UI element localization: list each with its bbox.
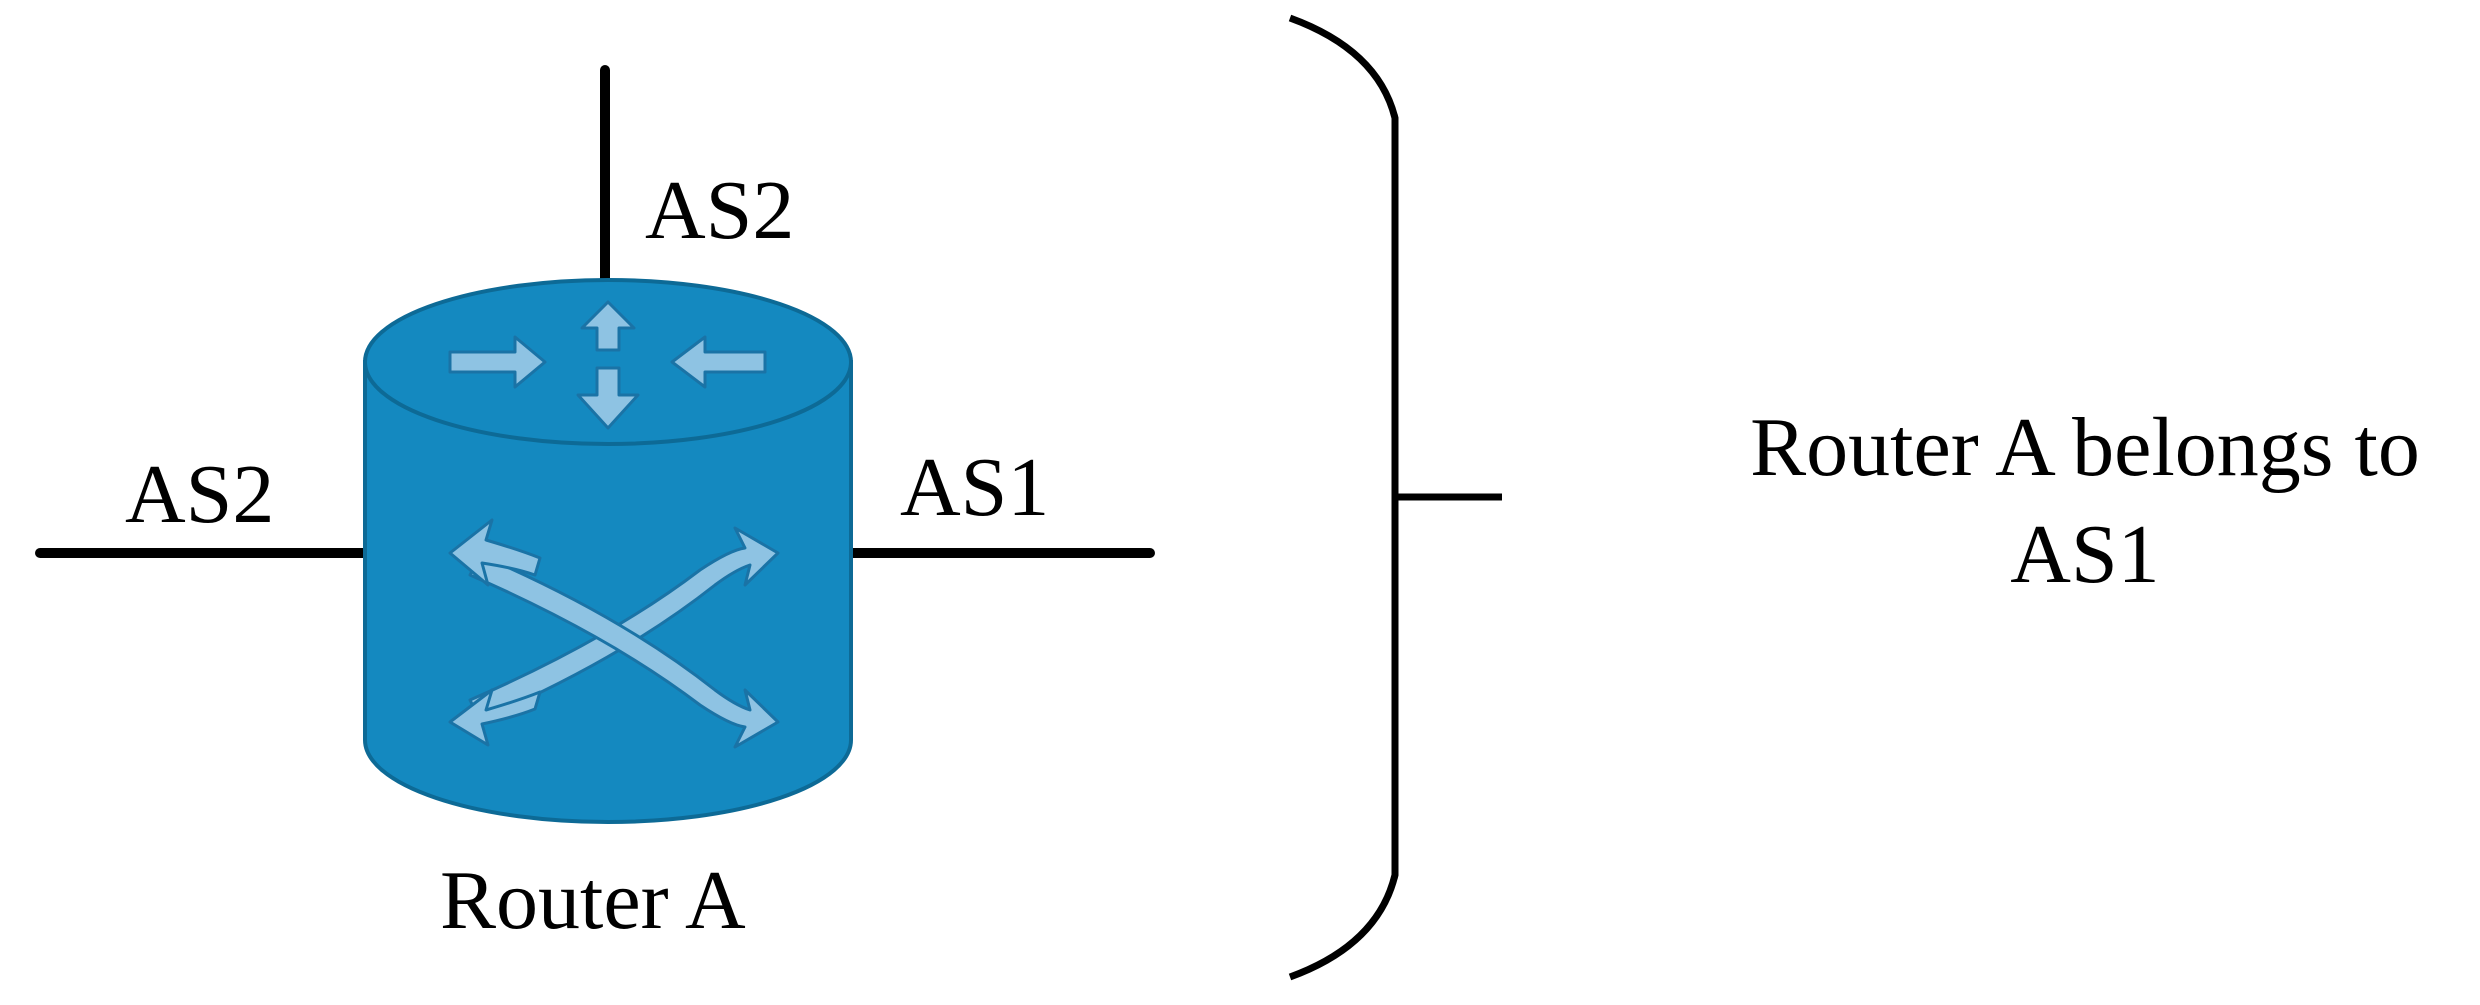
brace-upper — [1288, 14, 1399, 497]
router-top-arrows — [448, 300, 767, 430]
link-right-label: AS1 — [900, 441, 1049, 534]
link-top-label: AS2 — [645, 164, 794, 257]
conclusion-line-2: AS1 — [2010, 508, 2159, 601]
link-left-label: AS2 — [125, 448, 274, 541]
router-top — [363, 278, 853, 446]
router-body-arrows — [448, 518, 780, 749]
brace-lower — [1288, 497, 1399, 981]
right-brace — [1288, 14, 1502, 981]
conclusion-line-1: Router A belongs to — [1750, 401, 2420, 494]
router-name: Router A — [440, 854, 746, 947]
router-icon — [363, 278, 853, 824]
